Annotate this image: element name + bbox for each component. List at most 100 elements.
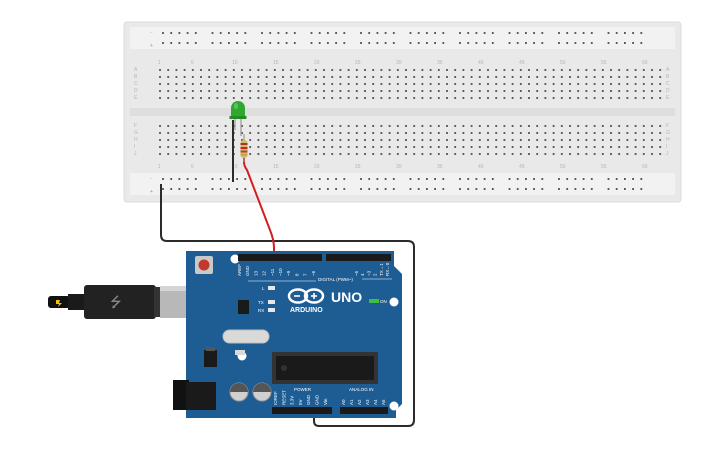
breadboard-hole[interactable] [536, 153, 539, 155]
breadboard-hole[interactable] [290, 125, 293, 127]
breadboard-hole[interactable] [323, 146, 325, 148]
breadboard-hole[interactable] [339, 146, 342, 148]
rail-hole[interactable] [170, 42, 173, 44]
breadboard-hole[interactable] [159, 125, 161, 127]
breadboard-hole[interactable] [257, 97, 260, 99]
breadboard-hole[interactable] [462, 153, 465, 155]
rail-hole[interactable] [343, 32, 346, 34]
breadboard-hole[interactable] [265, 90, 268, 92]
breadboard-hole[interactable] [478, 76, 481, 78]
breadboard-hole[interactable] [265, 125, 268, 127]
rail-hole[interactable] [186, 188, 189, 190]
breadboard-hole[interactable] [593, 76, 596, 78]
rail-hole[interactable] [269, 42, 272, 44]
breadboard-hole[interactable] [446, 90, 448, 92]
breadboard-hole[interactable] [167, 132, 170, 134]
rail-hole[interactable] [434, 188, 436, 190]
breadboard-hole[interactable] [323, 97, 325, 99]
rail-hole[interactable] [285, 188, 288, 190]
rail-hole[interactable] [632, 42, 634, 44]
breadboard-hole[interactable] [429, 76, 432, 78]
breadboard-hole[interactable] [282, 76, 284, 78]
breadboard-hole[interactable] [224, 153, 227, 155]
rail-hole[interactable] [162, 188, 164, 190]
breadboard-hole[interactable] [355, 76, 358, 78]
rail-hole[interactable] [310, 188, 313, 190]
breadboard-hole[interactable] [372, 146, 375, 148]
rail-hole[interactable] [558, 188, 560, 190]
rail-hole[interactable] [360, 32, 362, 34]
breadboard-hole[interactable] [511, 125, 514, 127]
rail-hole[interactable] [318, 178, 321, 180]
rail-hole[interactable] [442, 32, 445, 34]
breadboard-hole[interactable] [224, 90, 227, 92]
breadboard-hole[interactable] [593, 132, 596, 134]
breadboard-hole[interactable] [585, 83, 588, 85]
rail-hole[interactable] [194, 32, 197, 34]
rail-hole[interactable] [516, 42, 519, 44]
breadboard-hole[interactable] [183, 90, 186, 92]
breadboard-hole[interactable] [396, 153, 399, 155]
breadboard-hole[interactable] [585, 153, 588, 155]
breadboard-hole[interactable] [659, 97, 662, 99]
breadboard-hole[interactable] [528, 139, 530, 141]
rail-hole[interactable] [162, 42, 164, 44]
breadboard-hole[interactable] [478, 69, 481, 71]
rail-hole[interactable] [228, 32, 230, 34]
breadboard-hole[interactable] [659, 90, 662, 92]
power-jack[interactable] [173, 380, 216, 410]
rail-hole[interactable] [368, 188, 371, 190]
breadboard-hole[interactable] [405, 69, 407, 71]
breadboard-hole[interactable] [634, 125, 637, 127]
breadboard-hole[interactable] [577, 132, 580, 134]
breadboard-hole[interactable] [577, 97, 580, 99]
breadboard-hole[interactable] [183, 132, 186, 134]
breadboard-hole[interactable] [314, 83, 317, 85]
breadboard-hole[interactable] [331, 153, 334, 155]
breadboard-hole[interactable] [290, 146, 293, 148]
breadboard-hole[interactable] [347, 153, 350, 155]
breadboard-hole[interactable] [626, 97, 629, 99]
rail-hole[interactable] [261, 32, 263, 34]
breadboard-hole[interactable] [642, 146, 645, 148]
breadboard-hole[interactable] [487, 153, 489, 155]
breadboard-hole[interactable] [216, 69, 219, 71]
breadboard-hole[interactable] [232, 97, 235, 99]
rail-hole[interactable] [640, 178, 643, 180]
breadboard-hole[interactable] [396, 125, 399, 127]
breadboard-hole[interactable] [331, 97, 334, 99]
breadboard-hole[interactable] [618, 83, 621, 85]
rail-hole[interactable] [615, 32, 618, 34]
rail-hole[interactable] [417, 42, 420, 44]
rail-hole[interactable] [285, 42, 288, 44]
breadboard-hole[interactable] [282, 83, 284, 85]
breadboard-hole[interactable] [528, 69, 530, 71]
breadboard-hole[interactable] [183, 146, 186, 148]
breadboard-hole[interactable] [454, 90, 457, 92]
breadboard-hole[interactable] [495, 69, 498, 71]
breadboard-hole[interactable] [470, 139, 473, 141]
rail-hole[interactable] [219, 188, 222, 190]
breadboard-hole[interactable] [610, 97, 612, 99]
breadboard-hole[interactable] [511, 146, 514, 148]
breadboard-hole[interactable] [380, 146, 383, 148]
breadboard-hole[interactable] [314, 153, 317, 155]
rail-hole[interactable] [624, 32, 626, 34]
breadboard-hole[interactable] [347, 139, 350, 141]
rail-hole[interactable] [318, 32, 321, 34]
breadboard-hole[interactable] [175, 76, 178, 78]
breadboard-hole[interactable] [273, 132, 276, 134]
breadboard-hole[interactable] [421, 153, 424, 155]
rail-hole[interactable] [186, 32, 189, 34]
breadboard-hole[interactable] [249, 132, 252, 134]
breadboard-hole[interactable] [626, 139, 629, 141]
rail-hole[interactable] [236, 188, 238, 190]
rail-hole[interactable] [582, 178, 585, 180]
rail-hole[interactable] [335, 188, 337, 190]
breadboard-hole[interactable] [183, 76, 186, 78]
breadboard-hole[interactable] [651, 90, 653, 92]
breadboard-hole[interactable] [290, 76, 293, 78]
breadboard-hole[interactable] [331, 83, 334, 85]
breadboard-hole[interactable] [601, 132, 604, 134]
breadboard-hole[interactable] [519, 139, 522, 141]
